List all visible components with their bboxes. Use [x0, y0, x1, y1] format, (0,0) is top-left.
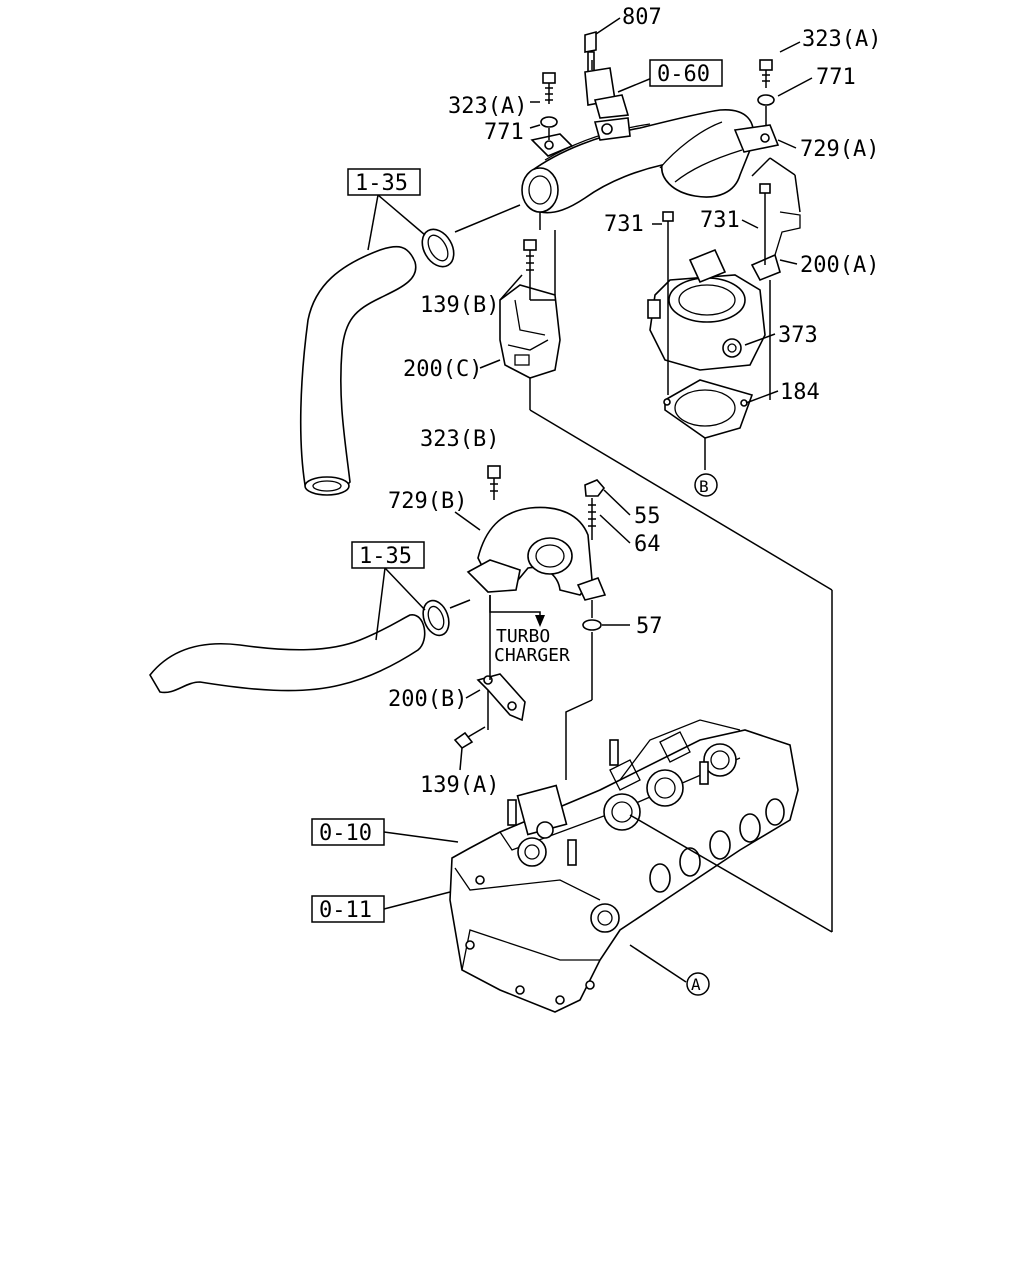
- label-729a: 729(A): [800, 137, 879, 162]
- bolt-139b: [523, 239, 537, 275]
- bracket-200b: [476, 673, 526, 722]
- gasket-184: [663, 379, 754, 439]
- turbo-arrow: [489, 595, 545, 627]
- hose-clamp-upper: [421, 228, 455, 268]
- label-323a-left: 323(A): [448, 94, 527, 119]
- nut-55: [584, 479, 606, 497]
- intake-pipe-729a: [521, 109, 780, 214]
- label-323a-top-right: 323(A): [802, 27, 881, 52]
- label-731-right: 731: [700, 208, 740, 233]
- stud-64: [588, 498, 596, 540]
- label-139b: 139(B): [420, 293, 499, 318]
- bracket-200a: [750, 211, 801, 282]
- bracket-200c: [499, 284, 561, 379]
- ref-box-0-11[interactable]: [311, 895, 385, 923]
- label-200b: 200(B): [388, 687, 467, 712]
- label-771-left: 771: [484, 120, 524, 145]
- label-57: 57: [636, 614, 663, 639]
- gasket-57: [582, 619, 602, 631]
- label-turbo: TURBO: [496, 626, 550, 647]
- connection-lines: [449, 60, 833, 933]
- label-139a: 139(A): [420, 773, 499, 798]
- bolt-323a-right: [759, 59, 773, 88]
- bolt-139a: [453, 726, 486, 750]
- label-731-left: 731: [604, 212, 644, 237]
- label-charger: CHARGER: [494, 645, 570, 666]
- ref-box-0-60[interactable]: [649, 59, 723, 87]
- bolt-323a-left: [542, 72, 556, 104]
- label-circle-b: B: [699, 477, 709, 496]
- label-729b: 729(B): [388, 489, 467, 514]
- label-200c: 200(C): [403, 357, 482, 382]
- washer-771-left: [540, 116, 558, 128]
- ref-box-0-10[interactable]: [311, 818, 385, 846]
- leader-lines: [367, 17, 813, 983]
- washer-771-right: [757, 94, 775, 106]
- hose-upper: [299, 245, 417, 496]
- ref-circle-b: [694, 473, 718, 497]
- ref-box-1-35-bottom[interactable]: [351, 541, 425, 569]
- label-771-right: 771: [816, 65, 856, 90]
- label-323b: 323(B): [420, 427, 499, 452]
- label-1-35-top[interactable]: 1-35: [355, 171, 408, 196]
- label-1-35-bottom[interactable]: 1-35: [359, 544, 412, 569]
- bolt-323b: [487, 465, 501, 500]
- label-184: 184: [780, 380, 820, 405]
- bolt-731-left: [662, 211, 674, 272]
- label-200a: 200(A): [800, 253, 879, 278]
- label-circle-a: A: [691, 975, 701, 994]
- label-373: 373: [778, 323, 818, 348]
- sensor-807: [584, 30, 630, 119]
- bolt-731-right: [759, 183, 771, 240]
- throttle-body-373: [647, 248, 766, 371]
- pipe-729b: [466, 506, 607, 601]
- label-0-10[interactable]: 0-10: [319, 821, 372, 846]
- label-64: 64: [634, 532, 661, 557]
- label-807: 807: [622, 5, 662, 30]
- hose-lower: [149, 614, 426, 694]
- ref-circle-a: [686, 972, 710, 996]
- ref-box-1-35-top[interactable]: [347, 168, 421, 196]
- label-0-11[interactable]: 0-11: [319, 898, 372, 923]
- label-0-60[interactable]: 0-60: [657, 62, 710, 87]
- hose-clamp-lower: [422, 599, 450, 637]
- cylinder-head: [449, 719, 799, 1013]
- label-55: 55: [634, 504, 661, 529]
